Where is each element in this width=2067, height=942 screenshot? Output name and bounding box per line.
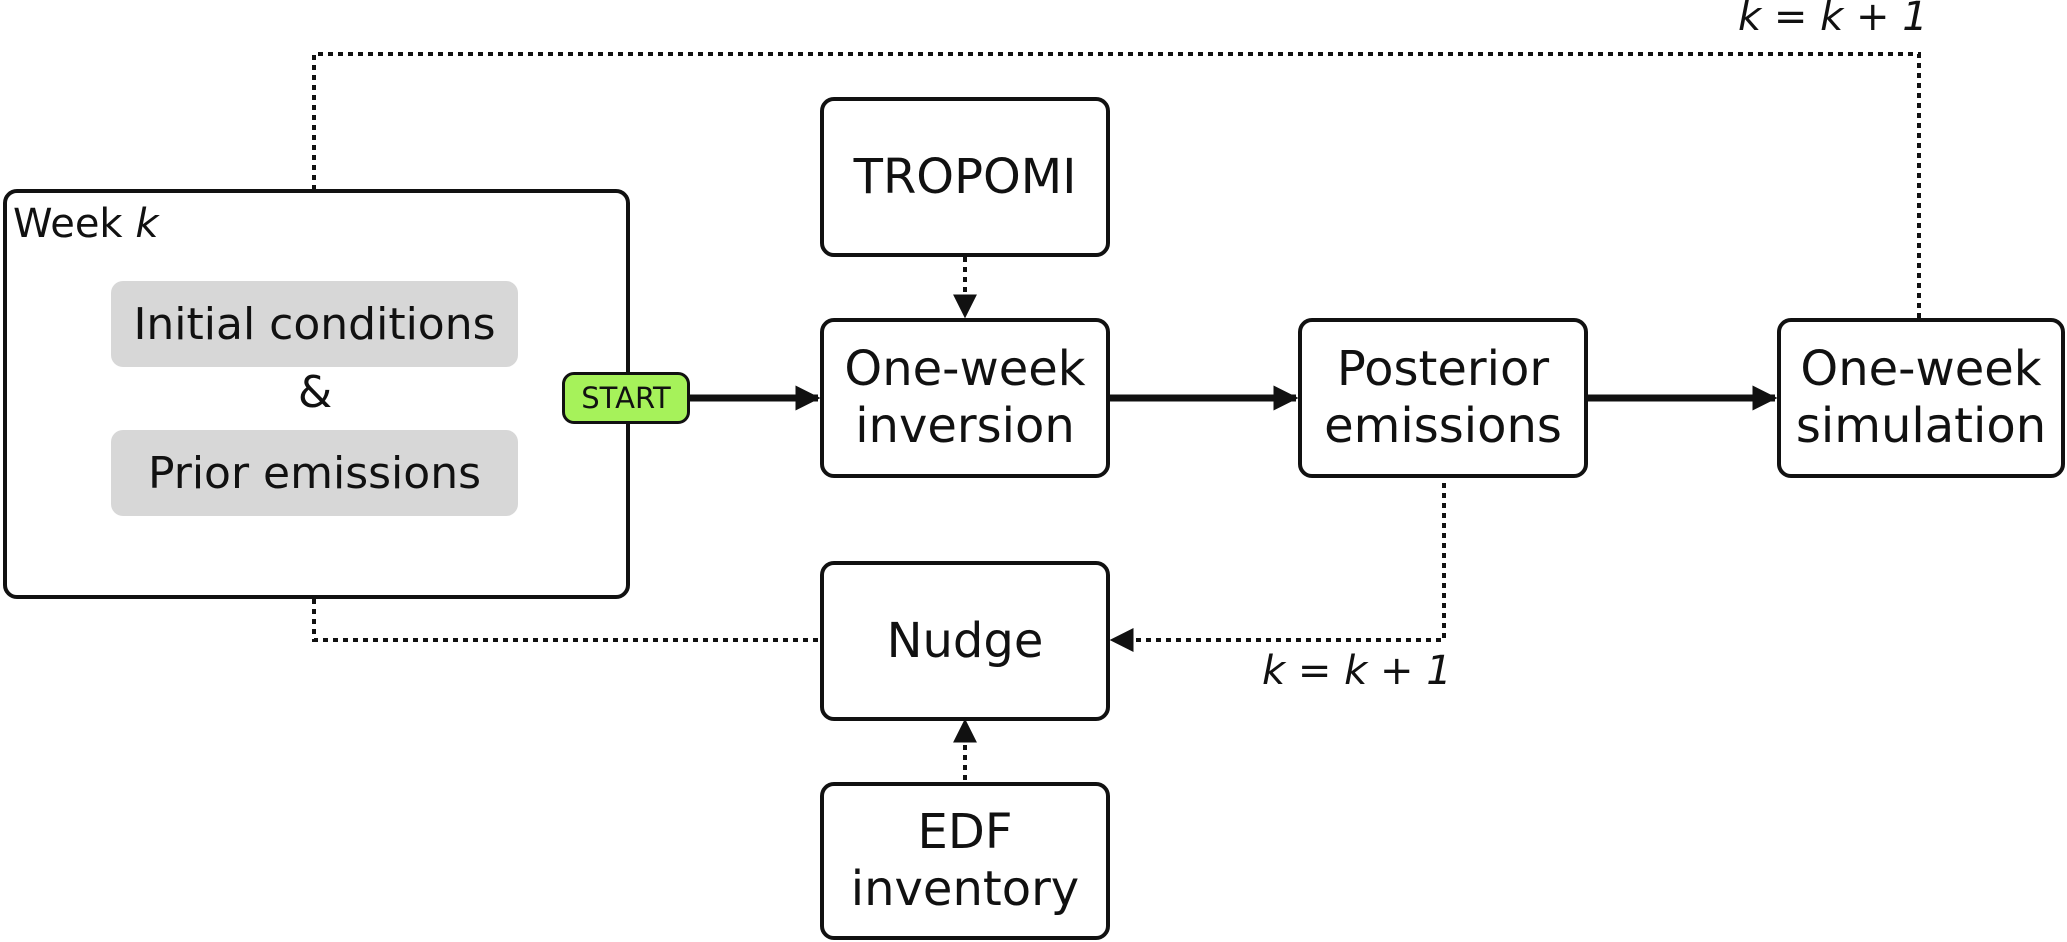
week-k-label: Week k [13,201,158,247]
prior-emissions-box: Prior emissions [111,430,518,516]
start-badge: START [562,372,690,424]
arrow-posterior-to-nudge [1109,483,1446,652]
ampersand-label: & [297,367,333,418]
one-week-inversion-label: One-week inversion [844,341,1086,454]
posterior-emissions-label: Posterior emissions [1324,341,1562,454]
edf-inventory-node: EDF inventory [820,782,1110,940]
loop-label-top: k = k + 1 [1738,0,1928,40]
initial-conditions-box: Initial conditions [111,281,518,367]
one-week-simulation-node: One-week simulation [1777,318,2065,478]
nudge-node: Nudge [820,561,1110,721]
one-week-simulation-label: One-week simulation [1795,341,2047,454]
arrow-nudge-to-prior-emissions [302,514,818,642]
week-label-k: k [135,201,159,247]
edf-inventory-label: EDF inventory [850,804,1080,917]
loop-label-bottom: k = k + 1 [1262,648,1452,694]
week-k-container [3,189,630,599]
start-label: START [581,381,671,415]
posterior-emissions-node: Posterior emissions [1298,318,1588,478]
one-week-inversion-node: One-week inversion [820,318,1110,478]
initial-conditions-label: Initial conditions [133,298,496,350]
arrow-simulation-loop-to-initial-conditions [302,52,1921,318]
nudge-label: Nudge [886,612,1044,669]
tropomi-label: TROPOMI [853,148,1077,205]
week-label-text: Week [13,201,136,247]
prior-emissions-label: Prior emissions [147,447,482,499]
tropomi-node: TROPOMI [820,97,1110,257]
